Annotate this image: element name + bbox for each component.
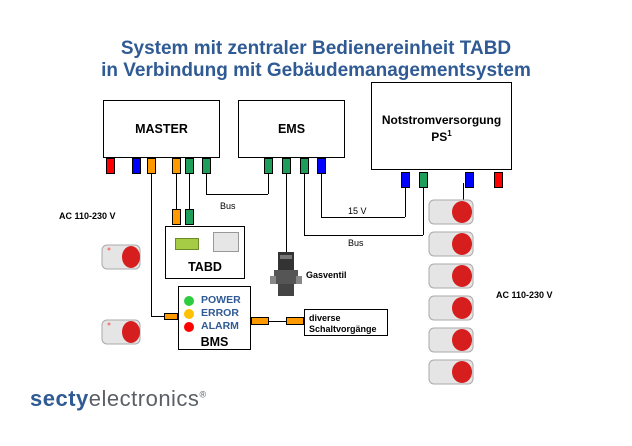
error-led-icon	[184, 309, 194, 319]
ps-connector-blue-2	[465, 172, 474, 188]
bms-connector-right	[251, 317, 269, 325]
ac-right-label: AC 110-230 V	[496, 290, 553, 300]
diagram-title-line1: System mit zentraler Bedienereinheit TAB…	[120, 38, 512, 59]
ems-label: EMS	[277, 122, 306, 136]
tabd-label: TABD	[188, 260, 222, 274]
diagram-title-line2: in Verbindung mit Gebäudemanagementsyste…	[101, 60, 531, 81]
ac-left-label: AC 110-230 V	[59, 211, 116, 221]
ps-connector-blue-1	[401, 172, 410, 188]
ps-label-line1: Notstromversorgung	[381, 113, 502, 127]
secty-electronics-logo: sectyelectronics®	[30, 386, 207, 411]
bus-label-2: Bus	[348, 238, 364, 248]
tabd-box: TABD	[165, 226, 245, 279]
bms-status-error: ERROR	[201, 307, 239, 319]
ems-connector-green-3	[300, 158, 309, 174]
bms-label: BMS	[200, 335, 229, 349]
master-connector-red	[106, 158, 115, 174]
bms-connector-left	[164, 313, 178, 320]
bus-label-1: Bus	[220, 201, 236, 211]
ps-label-line2: PS1	[431, 129, 452, 144]
schalt-label-line1: diverse	[309, 313, 341, 323]
tabd-keypad	[213, 232, 239, 252]
ps-box: Notstromversorgung PS1	[371, 82, 512, 170]
tabd-connector-orange	[172, 209, 181, 225]
ems-connector-green-1	[264, 158, 273, 174]
master-connector-orange-1	[147, 158, 156, 174]
master-connector-green-1	[185, 158, 194, 174]
ems-connector-green-2	[282, 158, 291, 174]
voltage-15v-label: 15 V	[348, 206, 367, 216]
ps-connector-red	[494, 172, 503, 188]
ps-connector-green	[419, 172, 428, 188]
schaltvorgaenge-box: diverse Schaltvorgänge	[304, 309, 388, 336]
ems-box: EMS	[238, 100, 345, 158]
master-connector-blue	[132, 158, 141, 174]
bms-status-power: POWER	[201, 294, 241, 306]
ems-connector-blue	[317, 158, 326, 174]
master-label: MASTER	[135, 122, 188, 136]
schalt-label-line2: Schaltvorgänge	[309, 324, 377, 334]
bms-status-alarm: ALARM	[201, 320, 239, 332]
bms-box: POWER ERROR ALARM BMS	[178, 286, 251, 350]
tabd-connector-green	[185, 209, 194, 225]
gasventil-label: Gasventil	[306, 270, 347, 280]
alarm-led-icon	[184, 322, 194, 332]
power-led-icon	[184, 296, 194, 306]
master-box: MASTER	[103, 100, 220, 158]
master-connector-orange-2	[172, 158, 181, 174]
tabd-display	[175, 238, 199, 250]
master-connector-green-2	[202, 158, 211, 174]
schalt-connector	[286, 317, 304, 325]
